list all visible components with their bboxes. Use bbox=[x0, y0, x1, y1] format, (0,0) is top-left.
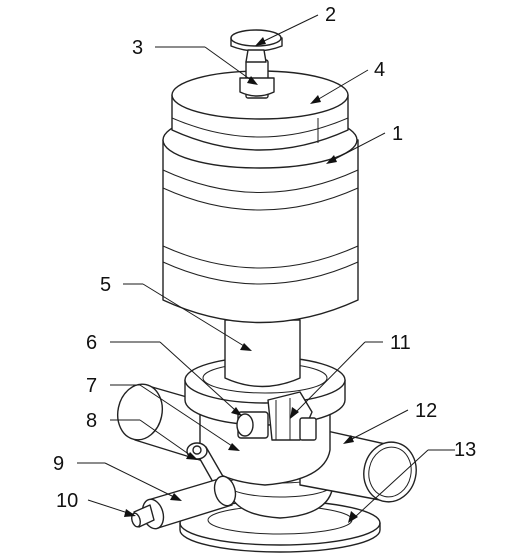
callout-3: 3 bbox=[132, 37, 258, 85]
callout-label-5: 5 bbox=[100, 274, 111, 296]
callout-label-2: 2 bbox=[325, 4, 336, 26]
top-cap bbox=[171, 70, 349, 151]
callout-11: 11 bbox=[290, 332, 411, 419]
callout-1: 1 bbox=[326, 123, 403, 164]
callout-label-8: 8 bbox=[86, 410, 97, 432]
sensor-tip bbox=[130, 504, 155, 528]
indicator-shaft bbox=[239, 59, 275, 99]
callout-8: 8 bbox=[86, 410, 198, 460]
callout-7: 7 bbox=[86, 375, 240, 451]
callout-label-3: 3 bbox=[132, 37, 143, 59]
callout-13: 13 bbox=[348, 439, 476, 523]
callout-label-4: 4 bbox=[374, 59, 385, 81]
callout-label-9: 9 bbox=[53, 453, 64, 475]
callout-2: 2 bbox=[255, 4, 336, 46]
callout-label-10: 10 bbox=[56, 490, 78, 512]
callout-label-1: 1 bbox=[392, 123, 403, 145]
callout-label-13: 13 bbox=[454, 439, 476, 461]
callout-12: 12 bbox=[343, 400, 437, 444]
callout-label-6: 6 bbox=[86, 332, 97, 354]
callout-label-7: 7 bbox=[86, 375, 97, 397]
callout-6: 6 bbox=[86, 332, 242, 416]
clamp-latch bbox=[236, 391, 317, 441]
callout-label-11: 11 bbox=[390, 332, 411, 354]
callout-10: 10 bbox=[56, 490, 136, 517]
indicator-knob bbox=[230, 29, 283, 63]
callout-9: 9 bbox=[53, 453, 182, 501]
callout-label-12: 12 bbox=[415, 400, 437, 422]
callout-5: 5 bbox=[100, 274, 252, 351]
stem bbox=[224, 319, 301, 388]
callout-4: 4 bbox=[310, 59, 385, 104]
